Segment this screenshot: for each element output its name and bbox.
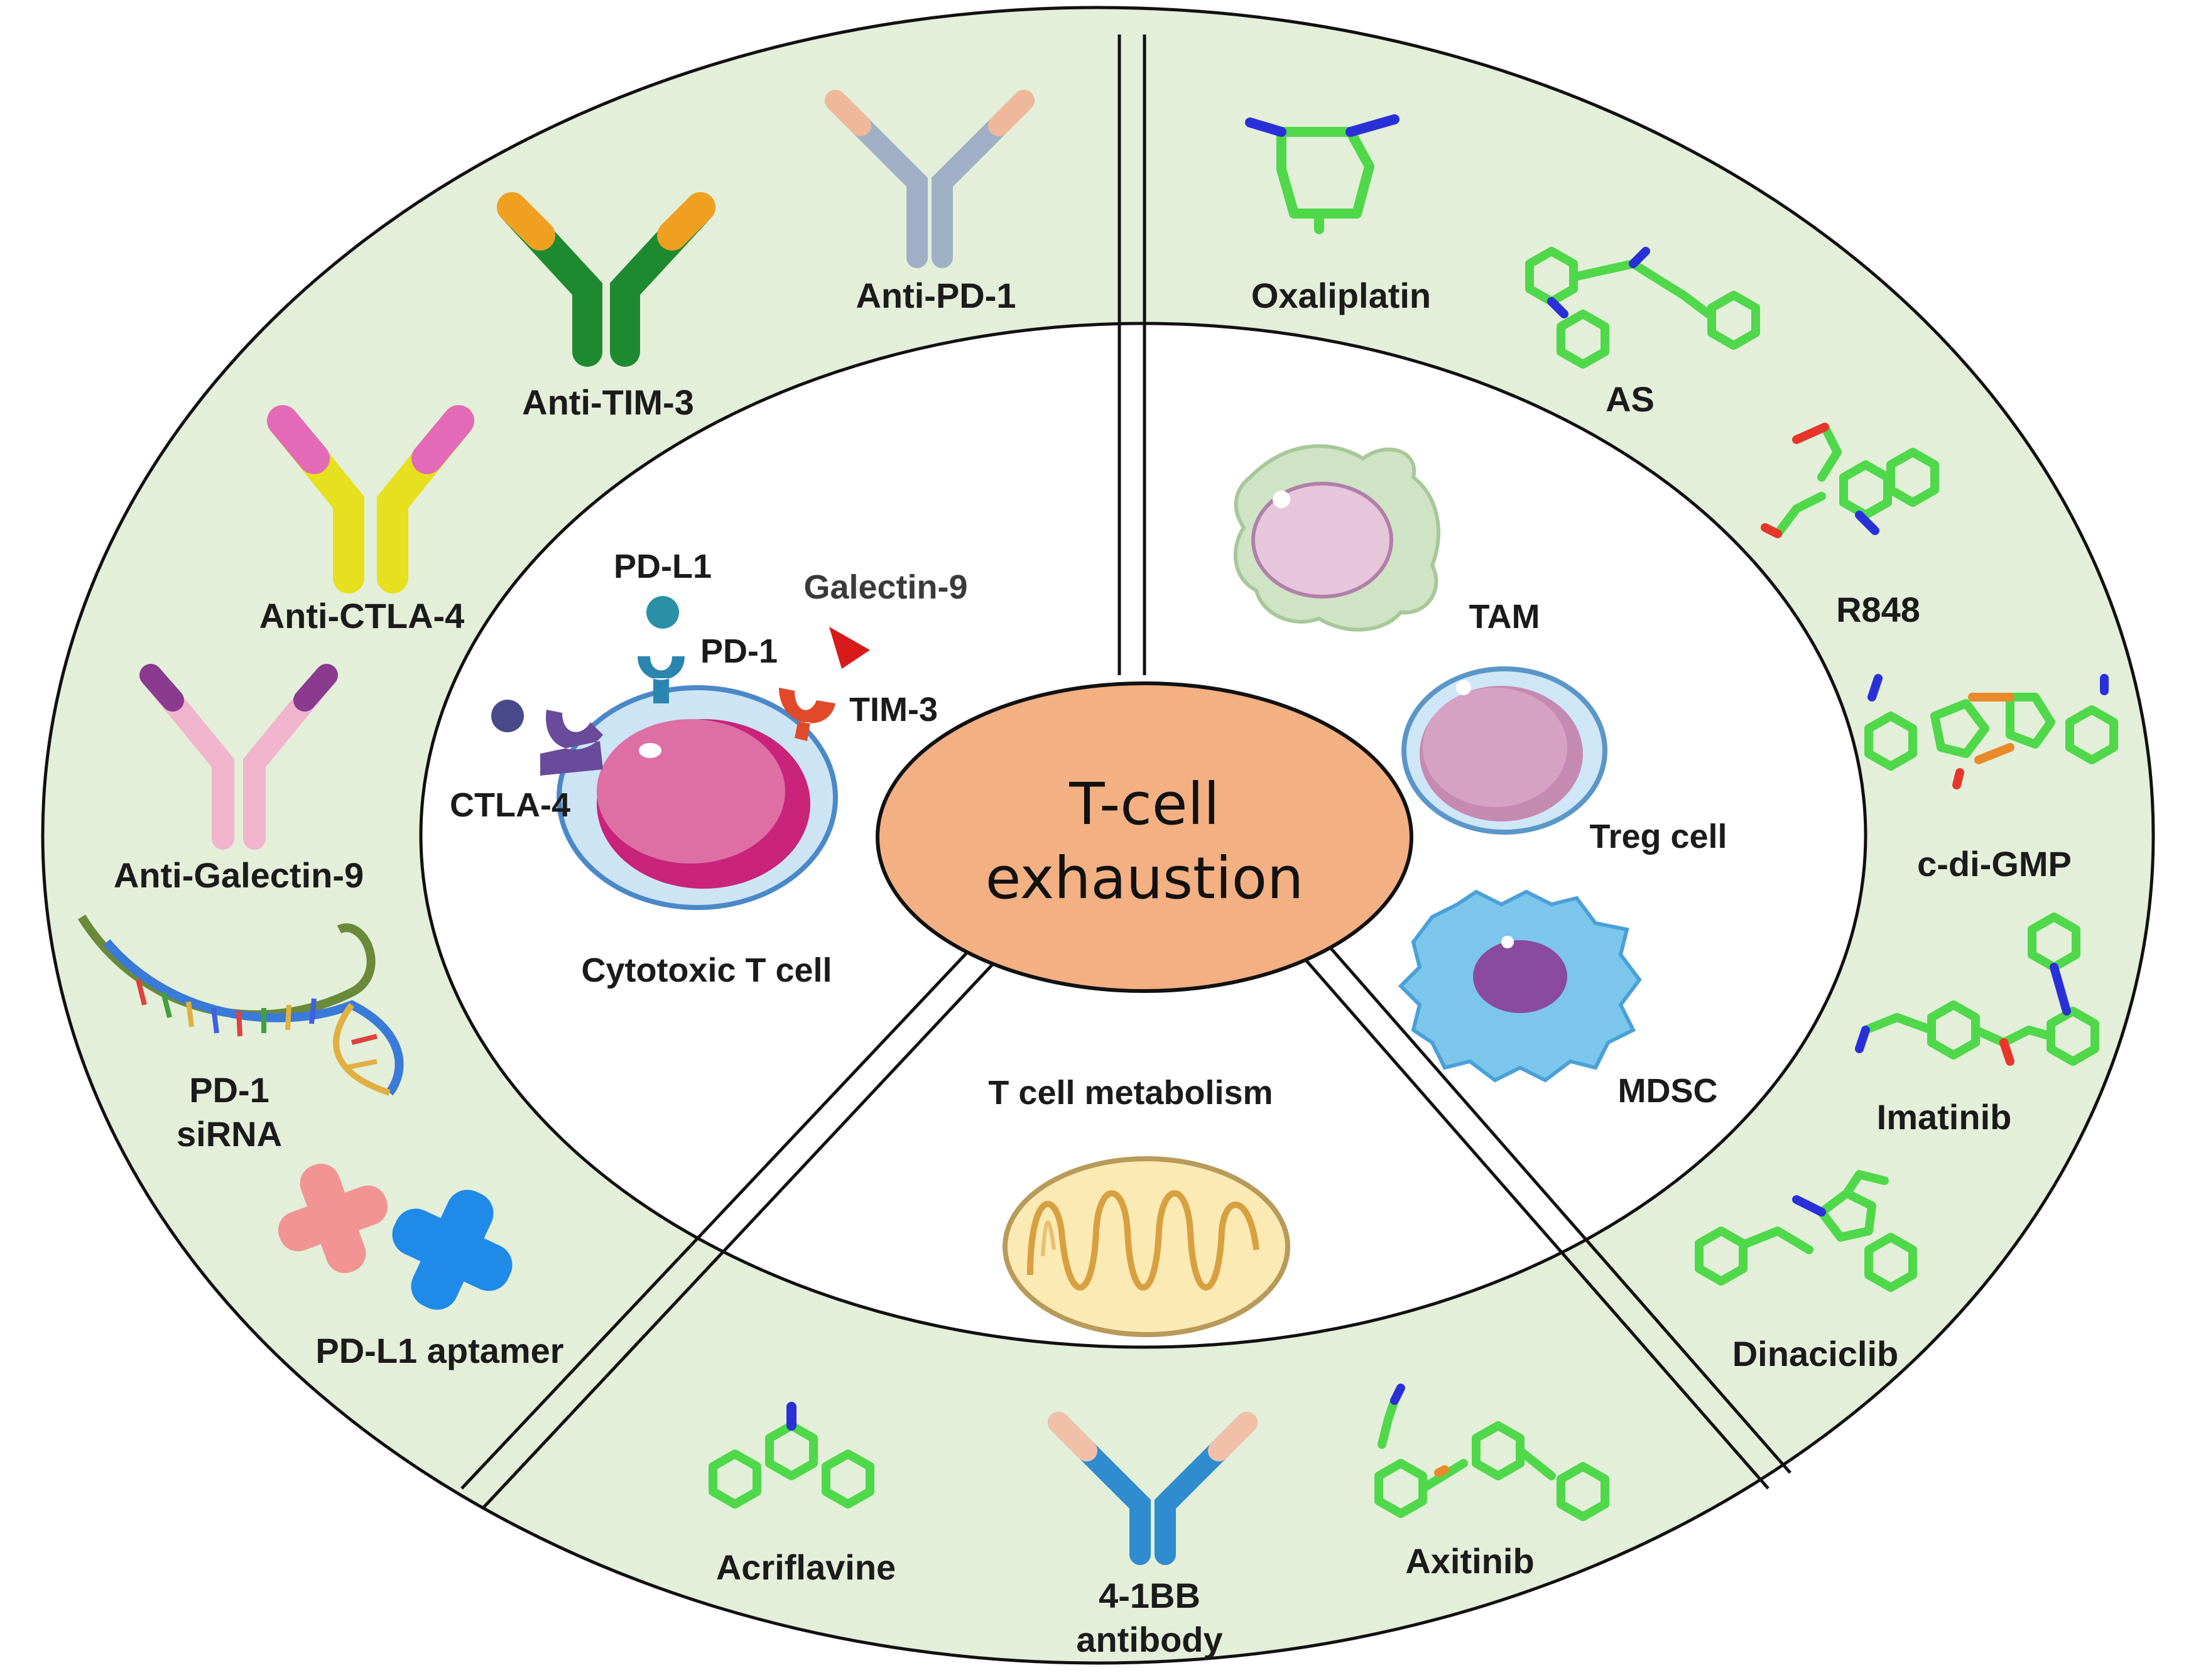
pd1-receptor-icon <box>638 656 685 703</box>
pd1-sirna-label-line2: siRNA <box>177 1114 282 1154</box>
anti-pd1-antibody-icon <box>825 90 1035 268</box>
ctla4-receptor-icon <box>540 710 603 776</box>
bb-antibody-label-line1: 4-1BB <box>1099 1576 1200 1615</box>
divider-top <box>1117 35 1146 675</box>
cdigmp-molecule-icon <box>1869 674 2114 789</box>
divider-lower-right <box>1305 941 1791 1490</box>
anti-galectin9-label: Anti-Galectin-9 <box>114 855 364 895</box>
galectin9-label: Galectin-9 <box>803 568 967 606</box>
r848-molecule-icon <box>1761 423 1935 538</box>
tim3-receptor-icon <box>779 688 835 741</box>
mdsc-label: MDSC <box>1618 1072 1718 1110</box>
anti-pd1-label: Anti-PD-1 <box>856 276 1016 315</box>
oxaliplatin-label: Oxaliplatin <box>1251 276 1431 315</box>
anti-tim3-label: Anti-TIM-3 <box>522 382 694 422</box>
tam-label: TAM <box>1469 598 1540 636</box>
treg-cell-icon <box>1401 666 1607 835</box>
axitinib-molecule-icon <box>1379 1384 1605 1517</box>
treg-label: Treg cell <box>1589 818 1727 855</box>
dinaciclib-label: Dinaciclib <box>1732 1334 1899 1374</box>
cytotoxic-t-cell-icon <box>557 685 838 910</box>
metabolism-label: T cell metabolism <box>988 1074 1273 1112</box>
dinaciclib-molecule-icon <box>1699 1170 1913 1287</box>
pd1-sirna-label-line1: PD-1 <box>189 1070 269 1110</box>
anti-ctla4-label: Anti-CTLA-4 <box>259 596 465 636</box>
cdigmp-label: c-di-GMP <box>1917 844 2072 884</box>
center-ellipse <box>876 681 1413 993</box>
pdl1-aptamer-label: PD-L1 aptamer <box>315 1331 563 1370</box>
pdl1-ligand-icon <box>646 596 679 629</box>
anti-tim3-antibody-icon <box>497 192 715 367</box>
imatinib-molecule-icon <box>1855 917 2095 1066</box>
axitinib-label: Axitinib <box>1405 1541 1534 1581</box>
cytotoxic-t-cell-label: Cytotoxic T cell <box>581 951 832 989</box>
imatinib-label: Imatinib <box>1877 1097 2012 1137</box>
divider-lower-left <box>460 938 1000 1509</box>
sirna-helix-icon <box>78 914 404 1096</box>
bb-antibody-label-line2: antibody <box>1076 1620 1222 1659</box>
ctla4-ligand-icon <box>491 700 524 732</box>
tam-cell-icon <box>1233 444 1440 632</box>
mdsc-cell-icon <box>1398 889 1642 1083</box>
pd1-label: PD-1 <box>700 632 778 670</box>
anti-ctla4-antibody-icon <box>267 405 474 593</box>
anti-galectin9-antibody-icon <box>139 664 338 850</box>
center-title-line1: T-cell <box>1068 771 1219 838</box>
acriflavine-molecule-icon <box>713 1402 870 1504</box>
mitochondrion-icon <box>1003 1156 1290 1337</box>
galectin9-ligand-icon <box>829 627 870 669</box>
center-title-line2: exhaustion <box>986 845 1304 912</box>
as-label: AS <box>1606 379 1655 419</box>
aptamer-icon <box>278 1163 513 1310</box>
ctla4-label: CTLA-4 <box>450 786 570 824</box>
pdl1-label: PD-L1 <box>614 548 712 585</box>
acriflavine-label: Acriflavine <box>716 1547 896 1587</box>
oxaliplatin-molecule-icon <box>1245 114 1400 234</box>
as-molecule-icon <box>1530 247 1756 364</box>
tim3-label: TIM-3 <box>849 691 938 729</box>
bb-antibody-icon <box>1048 1412 1258 1565</box>
r848-label: R848 <box>1836 590 1920 629</box>
